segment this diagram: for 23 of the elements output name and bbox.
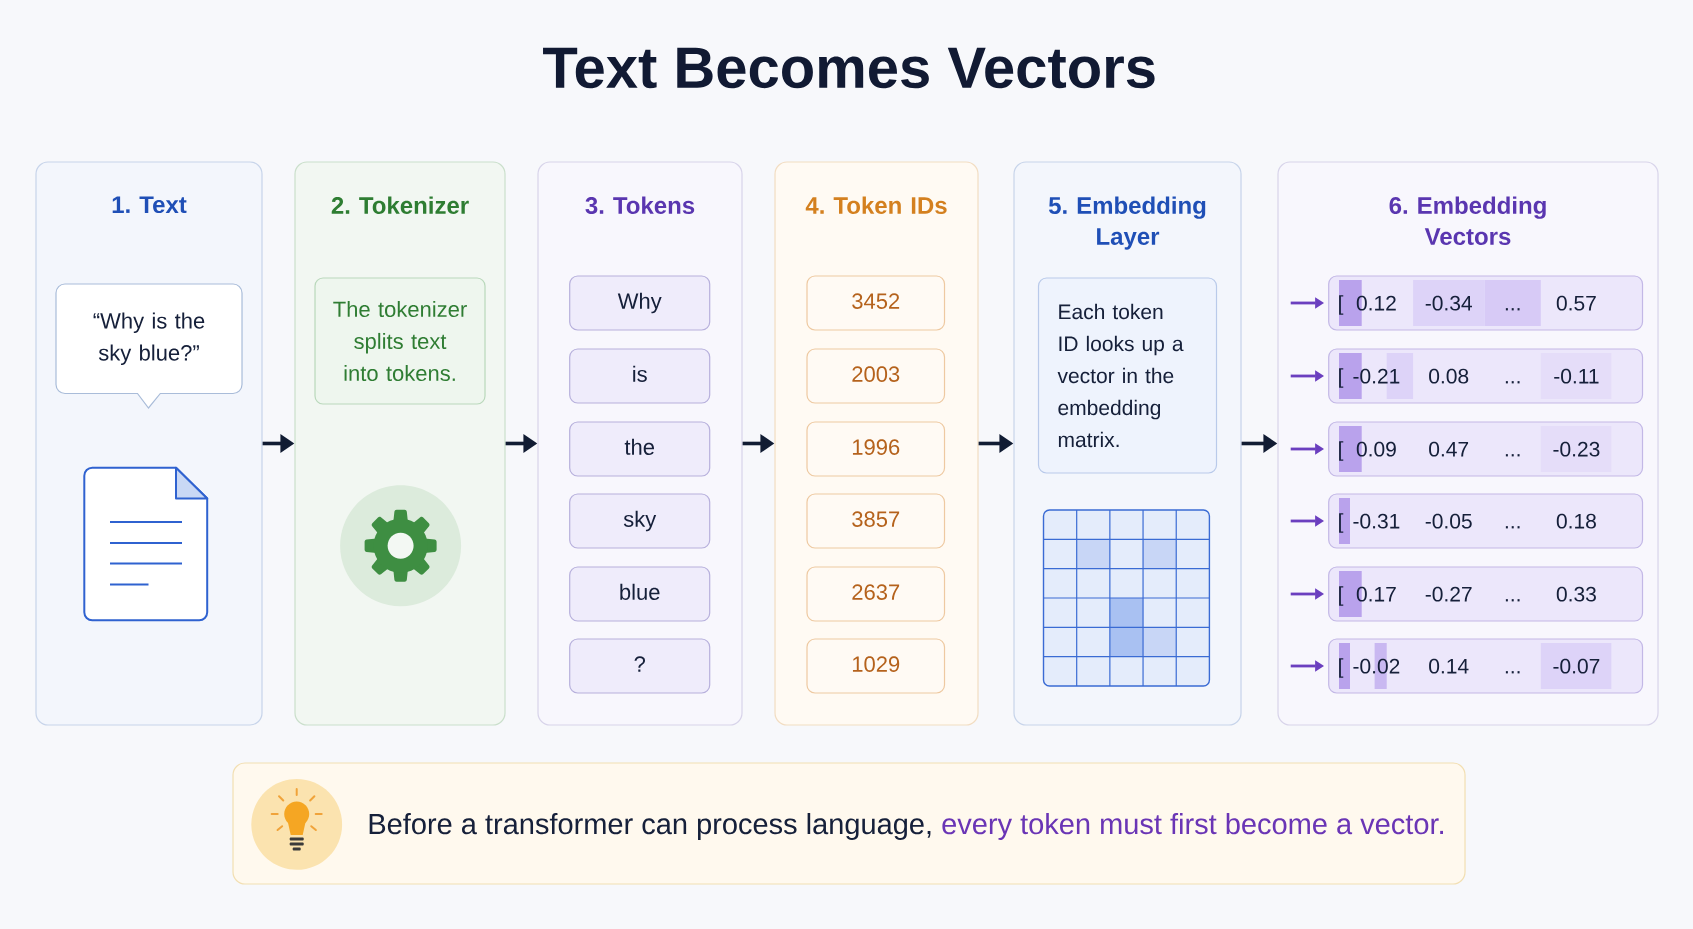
token-box: Why (569, 275, 711, 331)
description-box: The tokenizer splits text into tokens. (314, 277, 486, 405)
vector-row: [ -0.21 0.08 ... -0.11 (1328, 348, 1644, 404)
token-id-box: 3857 (806, 493, 946, 549)
token-box: is (569, 348, 711, 404)
token-box: sky (569, 493, 711, 549)
description-box: Each token ID looks up a vector in the embedding matrix. (1037, 277, 1218, 474)
token-id-box: 3452 (806, 275, 946, 331)
vector-row: [ 0.17 -0.27 ... 0.33 (1328, 566, 1644, 622)
speech-bubble: “Why is the sky blue?” (55, 283, 243, 409)
token-id-box: 2003 (806, 348, 946, 404)
vector-row: [ 0.12 -0.34 ... 0.57 (1328, 275, 1644, 331)
token-box: the (569, 421, 711, 477)
vector-row: [ -0.02 0.14 ... -0.07 (1328, 638, 1644, 694)
tip-banner: Before a transformer can process language, every token must first become a vector. (232, 762, 1466, 885)
token-id-box: 1029 (806, 638, 946, 694)
vector-row: [ 0.09 0.47 ... -0.23 (1328, 421, 1644, 477)
token-box: ? (569, 638, 711, 694)
title: Text Becomes Vectors (543, 47, 1155, 89)
vector-row: [ -0.31 -0.05 ... 0.18 (1328, 493, 1644, 549)
token-box: blue (569, 566, 711, 622)
token-id-box: 1996 (806, 421, 946, 477)
token-id-box: 2637 (806, 566, 946, 622)
